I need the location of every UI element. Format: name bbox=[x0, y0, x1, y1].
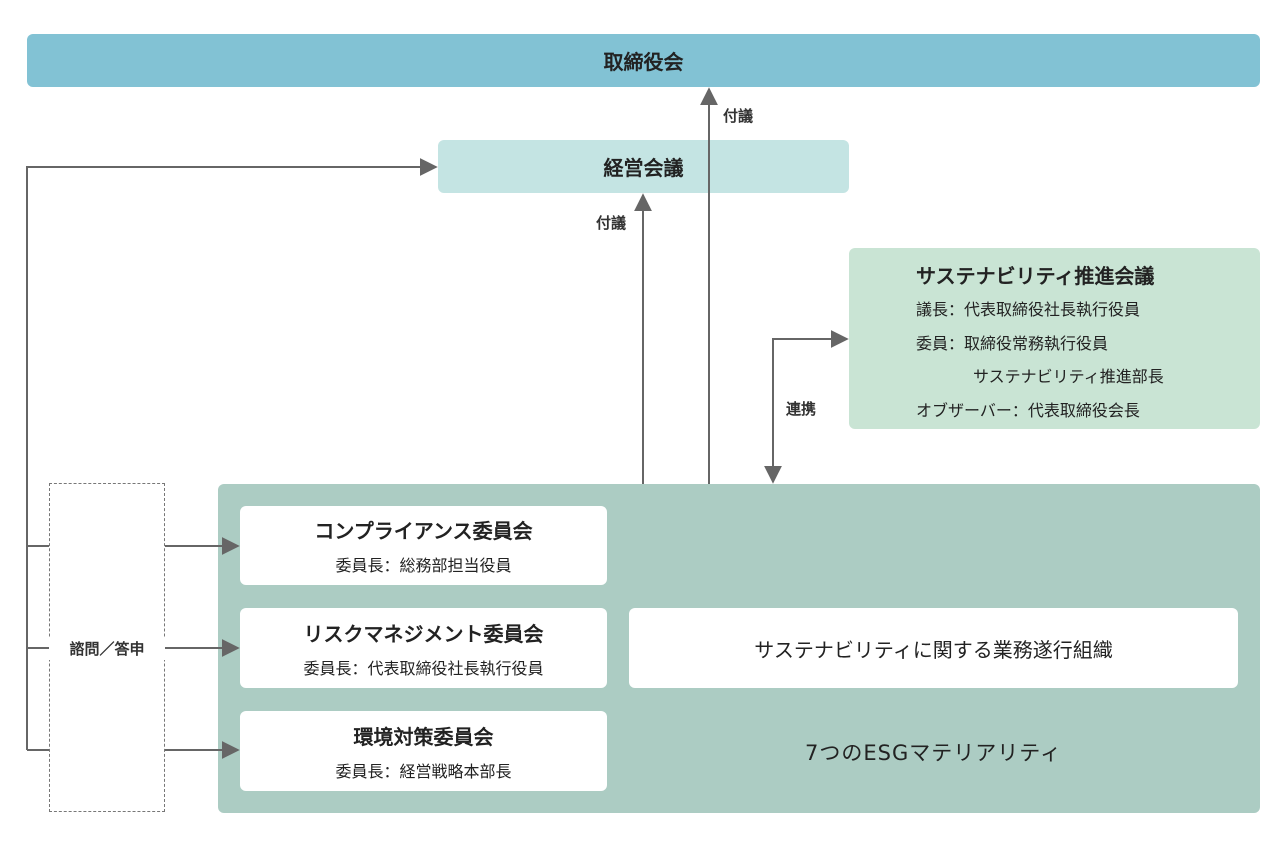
management-meeting-box: 経営会議 bbox=[438, 140, 849, 193]
risk-management-committee-title: リスクマネジメント委員会 bbox=[303, 621, 544, 646]
risk-management-committee-box: リスクマネジメント委員会 委員長：代表取締役社長執行役員 bbox=[240, 608, 607, 688]
collaboration-arrow bbox=[764, 330, 849, 484]
board-box: 取締役会 bbox=[27, 34, 1260, 87]
council-member-line-2: サステナビリティ推進部長 bbox=[973, 367, 1164, 386]
compliance-committee-box: コンプライアンス委員会 委員長：総務部担当役員 bbox=[240, 506, 607, 585]
consultation-label: 諮問／答申 bbox=[49, 638, 165, 660]
esg-materiality-label: 7つのESGマテリアリティ bbox=[805, 741, 1062, 765]
business-organization-label: サステナビリティに関する業務遂行組織 bbox=[754, 637, 1113, 662]
business-organization-box: サステナビリティに関する業務遂行組織 bbox=[629, 608, 1238, 688]
council-chair-line: 議長：代表取締役社長執行役員 bbox=[916, 300, 1141, 319]
submit-to-management-label: 付議 bbox=[596, 214, 627, 232]
compliance-committee-chair: 委員長：総務部担当役員 bbox=[335, 556, 512, 575]
management-feedback-arrow bbox=[26, 158, 438, 750]
council-observer-line: オブザーバー：代表取締役会長 bbox=[916, 401, 1140, 420]
management-meeting-label: 経営会議 bbox=[603, 156, 684, 180]
environment-committee-box: 環境対策委員会 委員長：経営戦略本部長 bbox=[240, 711, 607, 791]
submit-to-board-label: 付議 bbox=[723, 107, 754, 125]
environment-committee-chair: 委員長：経営戦略本部長 bbox=[335, 761, 512, 781]
board-label: 取締役会 bbox=[603, 50, 684, 74]
promotion-council-box: サステナビリティ推進会議 議長：代表取締役社長執行役員 委員：取締役常務執行役員… bbox=[849, 248, 1260, 429]
council-member-line: 委員：取締役常務執行役員 bbox=[916, 334, 1109, 353]
environment-committee-title: 環境対策委員会 bbox=[353, 724, 494, 749]
risk-management-committee-chair: 委員長：代表取締役社長執行役員 bbox=[303, 658, 544, 678]
compliance-committee-title: コンプライアンス委員会 bbox=[314, 519, 533, 543]
promotion-council-title: サステナビリティ推進会議 bbox=[916, 264, 1155, 288]
